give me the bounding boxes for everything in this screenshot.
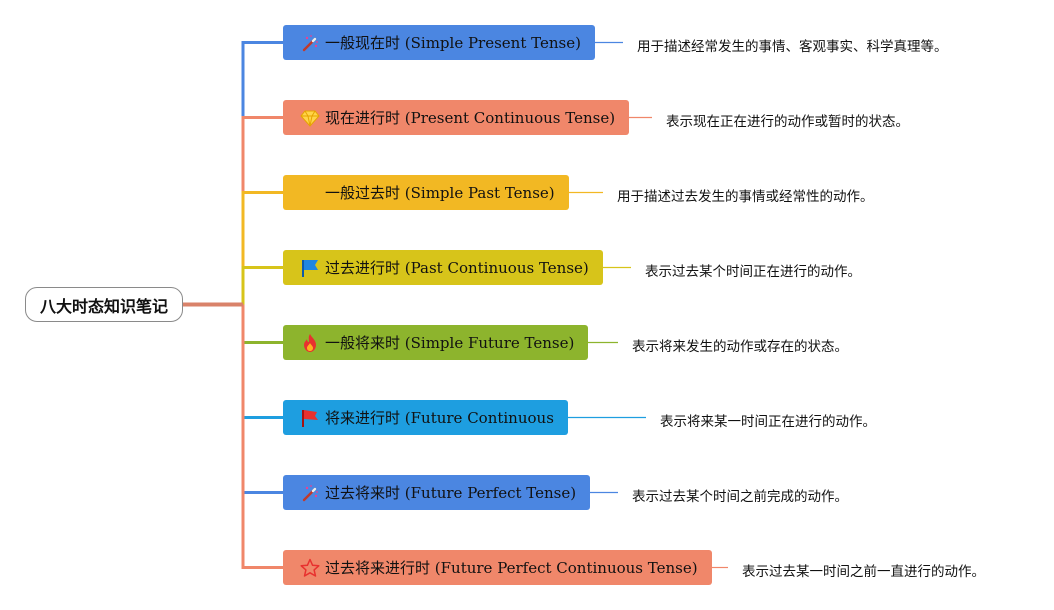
branch-label: 过去将来时 (Future Perfect Tense) — [325, 484, 577, 502]
branch-description: 用于描述经常发生的事情、客观事实、科学真理等。 — [637, 39, 948, 55]
branch-label: 一般过去时 (Simple Past Tense) — [325, 184, 555, 202]
branch-connector — [241, 304, 283, 419]
branch-label: 将来进行时 (Future Continuous — [325, 409, 554, 427]
branch-node[interactable]: 过去进行时 (Past Continuous Tense) — [283, 250, 603, 285]
branch-node[interactable]: 一般现在时 (Simple Present Tense) — [283, 25, 595, 60]
branch-label: 过去将来进行时 (Future Perfect Continuous Tense… — [325, 559, 698, 577]
fire-icon — [299, 332, 321, 354]
star-icon — [299, 557, 321, 579]
branch-connector — [241, 304, 283, 494]
wand-icon — [299, 482, 321, 504]
flag-red-icon — [299, 407, 321, 429]
flag-blue-icon — [299, 257, 321, 279]
branch-description: 表示过去某一时间之前一直进行的动作。 — [742, 564, 985, 580]
branch-connector — [241, 304, 283, 569]
wand-icon — [299, 32, 321, 54]
branch-label: 现在进行时 (Present Continuous Tense) — [325, 109, 616, 127]
branch-label: 一般现在时 (Simple Present Tense) — [325, 34, 581, 52]
branch-description: 表示过去某个时间之前完成的动作。 — [632, 489, 848, 505]
branch-node[interactable]: 将来进行时 (Future Continuous — [283, 400, 568, 435]
branch-connector — [241, 116, 283, 305]
branch-node[interactable]: 一般过去时 (Simple Past Tense) — [283, 175, 569, 210]
branch-node[interactable]: 现在进行时 (Present Continuous Tense) — [283, 100, 630, 135]
branch-description: 表示将来某一时间正在进行的动作。 — [660, 414, 876, 430]
branch-node[interactable]: 一般将来时 (Simple Future Tense) — [283, 325, 589, 360]
branch-node[interactable]: 过去将来时 (Future Perfect Tense) — [283, 475, 591, 510]
branch-description: 表示将来发生的动作或存在的状态。 — [632, 339, 848, 355]
branch-description: 用于描述过去发生的事情或经常性的动作。 — [617, 189, 874, 205]
blank-icon — [299, 182, 321, 204]
branch-label: 一般将来时 (Simple Future Tense) — [325, 334, 575, 352]
branch-description: 表示现在正在进行的动作或暂时的状态。 — [666, 114, 909, 130]
branch-node[interactable]: 过去将来进行时 (Future Perfect Continuous Tense… — [283, 550, 712, 585]
branch-connector — [241, 266, 283, 305]
gem-icon — [299, 107, 321, 129]
branch-label: 过去进行时 (Past Continuous Tense) — [325, 259, 589, 277]
root-node[interactable]: 八大时态知识笔记 — [25, 287, 183, 322]
branch-description: 表示过去某个时间正在进行的动作。 — [645, 264, 861, 280]
branch-connector — [241, 304, 283, 344]
branch-connector — [241, 41, 283, 305]
branch-connector — [241, 191, 283, 305]
